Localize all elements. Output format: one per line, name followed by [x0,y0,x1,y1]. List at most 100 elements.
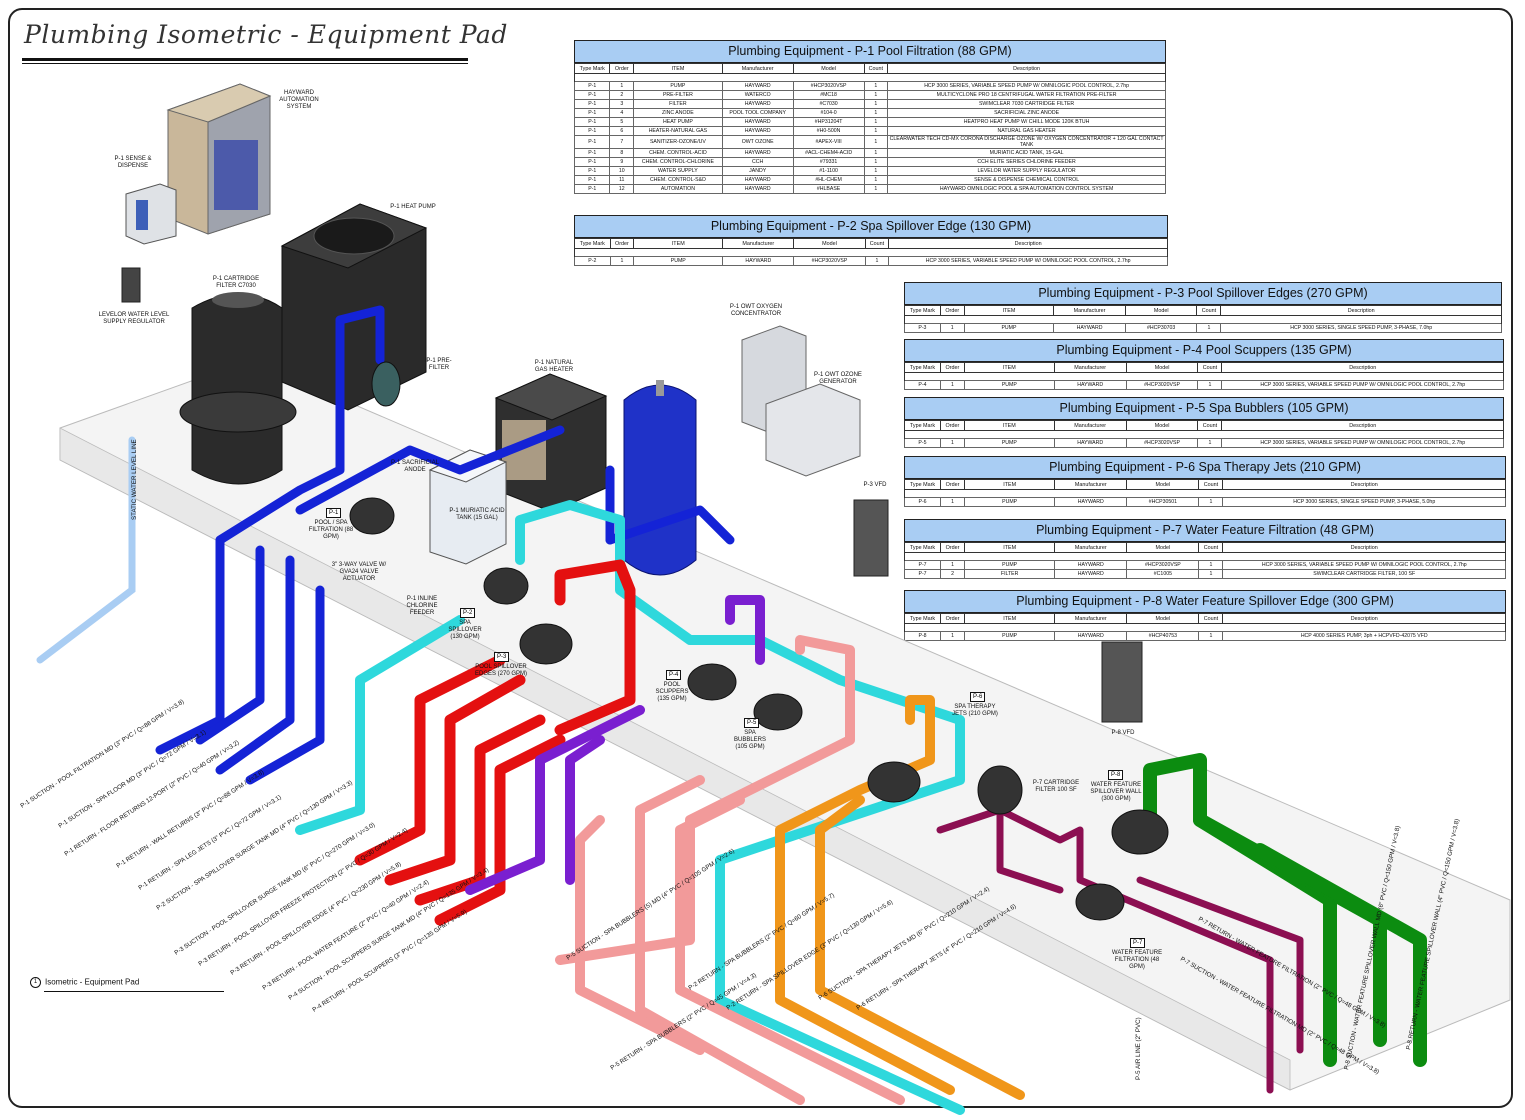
label-3way-valve: 3" 3-WAY VALVE W/ GVA24 VALVE ACTUATOR [331,562,387,582]
pump-p4 [687,663,737,701]
p8-vfd [1101,641,1143,723]
table-cell: HCP 3000 SERIES, VARIABLE SPEED PUMP W/ … [1221,438,1504,448]
static-water-level-pipe [36,436,136,664]
label-p8-vfd: P-8 VFD [1111,730,1135,736]
column-header: ITEM [964,542,1056,553]
pipe-label: P-3 RETURN - POOL SPILLOVER FREEZE PROTE… [197,827,409,968]
label-pool-spillover: POOL SPILLOVER EDGES (270 GPM) [474,664,527,677]
column-header: Model [1126,542,1200,553]
pipes-p2 [295,500,965,1115]
column-header: Model [1124,305,1198,316]
table-cell: P-8 [903,631,942,641]
label-chlorine-feeder: P-1 INLINE CHLORINE FEEDER [406,596,438,616]
column-header: Model [1125,362,1199,373]
column-header: Model [1125,420,1199,431]
label-p7-filter: P-7 CARTRIDGE FILTER 100 SF [1032,780,1080,793]
column-header: Model [1126,613,1200,624]
pump-p1 [349,497,395,535]
table-cell: HCP 3000 SERIES, SINGLE SPEED PUMP, 3-PH… [1222,497,1506,507]
label-static: STATIC WATER LEVEL LINE [131,439,138,520]
pipe-label: P-2 RETURN - SPA BUBBLERS (2" PVC / Q=60… [687,892,836,992]
schedule-title: Plumbing Equipment - P-1 Pool Filtration… [574,40,1166,63]
pipe-label: P-2 RETURN - SPA SPILLOVER EDGE (3" PVC … [725,899,894,1012]
table-cell: P-7 [903,569,942,579]
table-cell: HCP 3000 SERIES, VARIABLE SPEED PUMP W/ … [1221,380,1504,390]
column-header: Model [793,238,866,249]
label-pre-filter: P-1 PRE-FILTER [426,358,452,371]
schedule-title: Plumbing Equipment - P-4 Pool Scuppers (… [904,339,1504,362]
heat-pump-unit [280,203,428,411]
column-header: Model [792,63,865,74]
view-callout-text: Isometric - Equipment Pad [45,977,140,987]
label-levelor: LEVELOR WATER LEVEL SUPPLY REGULATOR [98,312,170,325]
schedule-p6: Plumbing Equipment - P-6 Spa Therapy Jet… [903,456,1506,507]
schedule-title: Plumbing Equipment - P-5 Spa Bubblers (1… [904,397,1504,420]
column-header: Type Mark [573,63,611,74]
ozone-generator [765,383,861,477]
equipment-pad-edge [59,427,1291,1091]
label-oxygen: P-1 OWT OXYGEN CONCENTRATOR [729,304,783,317]
table-cell: P-1 [573,184,611,194]
table-cell: HAYWARD [1053,323,1126,333]
schedule-p5: Plumbing Equipment - P-5 Spa Bubblers (1… [904,397,1504,448]
table-cell: P-6 [903,497,942,507]
table-cell: #HCP30501 [1126,497,1200,507]
pipes-p5 [555,635,905,1105]
column-header: Model [1126,479,1200,490]
pump-p3 [519,623,573,665]
table-cell: HAYWARD OMNILOGIC POOL & SPA AUTOMATION … [887,184,1166,194]
pipes-p8 [1143,753,1427,1067]
table-cell: P-5 [904,438,941,448]
column-header: Type Mark [903,613,942,624]
label-wf-filtration: WATER FEATURE FILTRATION (48 GPM) [1111,950,1163,970]
schedule-p8: Plumbing Equipment - P-8 Water Feature S… [903,590,1506,641]
label-p3-vfd: P-3 VFD [863,482,887,488]
pump-p7 [1075,883,1125,921]
schedule-title: Plumbing Equipment - P-7 Water Feature F… [904,519,1506,542]
tag-p7: P-7 [1130,938,1146,948]
column-header: Count [1198,479,1224,490]
table-cell: PUMP [963,323,1055,333]
pump-p2 [483,567,529,605]
column-header: Count [1198,613,1224,624]
label-air_line: P-5 AIR LINE (2" PVC) [1135,1017,1142,1080]
levelor-regulator [121,267,141,303]
tag-p1: P-1 [326,508,342,518]
table-cell: #HCP40753 [1126,631,1200,641]
pipes-p1 [155,305,735,785]
title-underline [22,58,468,61]
automation-panel [166,83,272,235]
label-acid-tank: P-1 MURIATIC ACID TANK (15 GAL) [449,508,505,521]
table-cell: 1 [1198,569,1224,579]
schedule-p3: Plumbing Equipment - P-3 Pool Spillover … [904,282,1502,333]
schedule-title: Plumbing Equipment - P-6 Spa Therapy Jet… [904,456,1506,479]
label-cartridge-filter: P-1 CARTRIDGE FILTER C7030 [212,276,260,289]
column-header: Description [1222,613,1506,624]
table-cell: #HLBASE [792,184,865,194]
label-gas-heater: P-1 NATURAL GAS HEATER [534,360,574,373]
pre-filter [371,361,401,407]
pipe-label: P-6 SUCTION - SPA THERAPY JETS MD (6" PV… [817,886,990,1002]
table-cell: #HCP3020VSP [1125,438,1199,448]
pipes-p3 [354,559,636,926]
schedule-title: Plumbing Equipment - P-8 Water Feature S… [904,590,1506,613]
table-cell: #HCP3020VSP [793,256,866,266]
schedule-title: Plumbing Equipment - P-2 Spa Spillover E… [574,215,1168,238]
natural-gas-heater [494,373,608,513]
